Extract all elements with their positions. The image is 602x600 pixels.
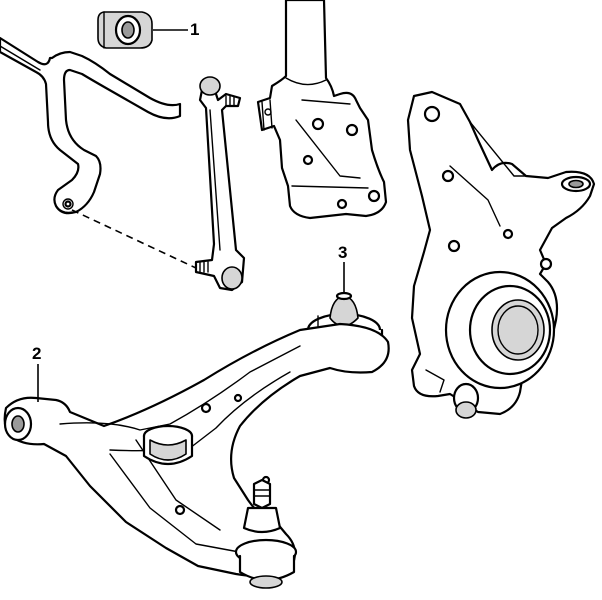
callout-label-3: 3: [338, 243, 348, 262]
lower-control-arm: [3, 322, 390, 577]
alignment-dashed-line: [71, 209, 197, 269]
callout-label-1: 1: [190, 20, 200, 39]
ball-joint: [234, 478, 298, 589]
steering-knuckle: [406, 90, 596, 419]
stabilizer-bushing: [97, 11, 153, 49]
stabilizer-bar: [0, 36, 182, 215]
callout-label-2: 2: [32, 344, 42, 363]
strut-assembly: [256, 0, 388, 220]
stabilizer-link: [194, 76, 246, 292]
